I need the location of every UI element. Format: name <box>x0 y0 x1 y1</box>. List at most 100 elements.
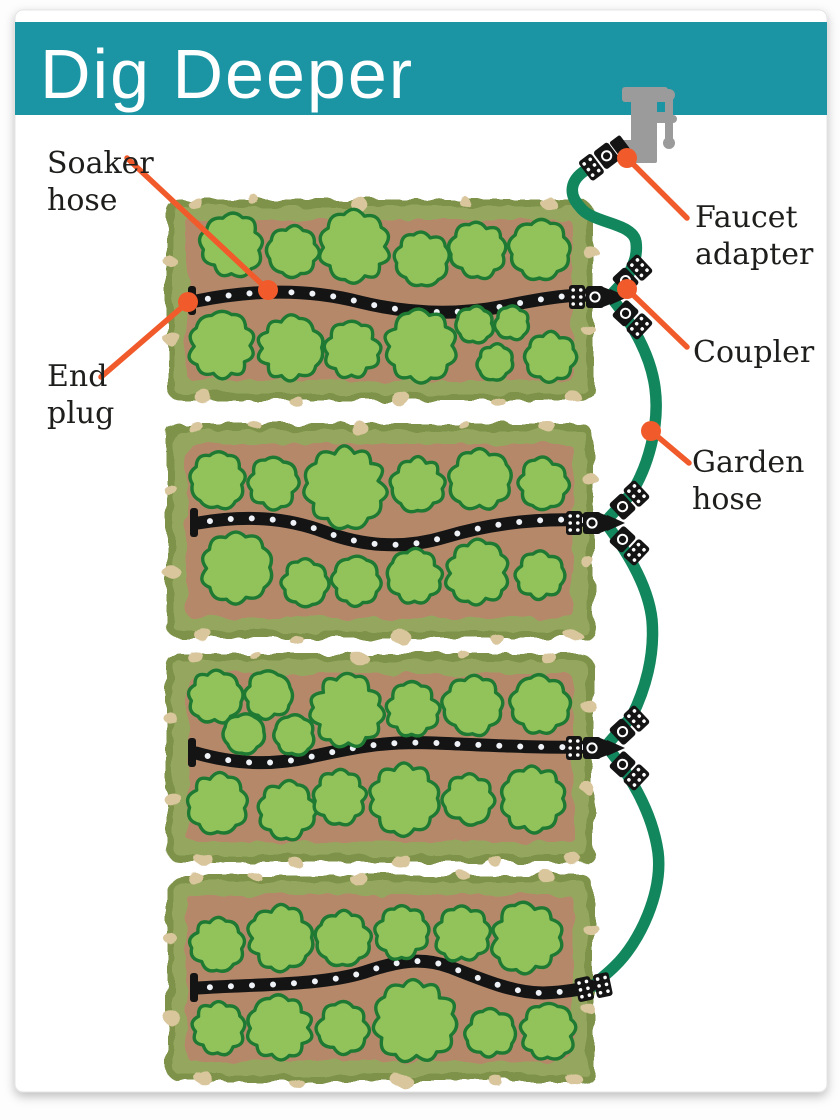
plants-layer <box>185 207 579 1064</box>
plant-blob <box>432 904 493 963</box>
plant-blob <box>245 993 314 1062</box>
mulch-spot <box>350 872 368 886</box>
callout-leaders <box>98 148 692 466</box>
mulch-spot <box>391 630 411 645</box>
mulch-spot <box>582 245 598 258</box>
plant-blob <box>318 207 391 285</box>
soaker-hose-marker <box>258 280 278 300</box>
mulch-spot <box>163 933 177 943</box>
plant-blob <box>454 304 495 345</box>
plant-blob <box>256 313 325 383</box>
plant-blob <box>246 902 315 974</box>
plant-blob <box>492 304 531 342</box>
plant-blob <box>246 455 301 512</box>
mulch-spot <box>391 854 411 868</box>
soaker-hose-bed-2 <box>190 508 605 552</box>
mulch-spot <box>540 651 556 663</box>
mulch-spot <box>163 1011 182 1025</box>
mulch-spot <box>350 651 368 665</box>
garden-hose-label: Garden <box>692 445 804 480</box>
mulch-spot <box>458 650 470 660</box>
plant-blob <box>187 309 256 381</box>
plant-blob <box>302 444 389 531</box>
faucet-adapter-label: Faucet <box>695 200 798 235</box>
mulch-spot <box>163 256 177 267</box>
mulch-spot <box>458 871 470 881</box>
mulch-spot <box>187 651 204 663</box>
soaker-hose-label: hose <box>47 183 118 218</box>
bed-3-plants <box>185 668 573 842</box>
plant-blob <box>490 900 564 976</box>
bed-2-plants <box>188 444 572 609</box>
plant-blob <box>440 673 505 738</box>
plant-blob <box>311 767 369 827</box>
mulch-spot <box>163 332 182 346</box>
plant-blob <box>506 217 572 282</box>
plant-blob <box>507 673 573 735</box>
page-title: Dig Deeper <box>40 35 414 113</box>
soaker-hose-bed-3 <box>188 736 605 770</box>
garden-hose-label: hose <box>692 482 763 517</box>
faucet-adapter-marker <box>617 148 637 168</box>
bed-1-plants <box>187 207 579 385</box>
plant-blob <box>264 223 321 280</box>
mulch-spot <box>540 872 556 884</box>
plant-blob <box>518 1001 578 1061</box>
plant-blob <box>188 450 247 511</box>
garden-hose <box>566 164 665 992</box>
plant-blob <box>463 1006 518 1059</box>
mulch-spot <box>391 391 411 406</box>
plant-blob <box>385 546 445 605</box>
coupler-leader <box>624 286 690 350</box>
soaker-hose-leader <box>124 155 271 293</box>
plant-blob <box>383 307 458 385</box>
plant-blob <box>322 319 383 380</box>
mulch-spot <box>194 628 213 642</box>
plant-blob <box>242 669 295 722</box>
plant-blob <box>197 211 265 279</box>
bed-4-plants <box>187 900 578 1064</box>
mulch-spot <box>194 852 213 866</box>
mulch-spot <box>187 872 204 884</box>
mulch-spot <box>582 701 598 714</box>
mulch-spot <box>565 629 582 641</box>
plant-blob <box>446 220 508 281</box>
mulch-spot <box>194 1071 213 1085</box>
plant-blob <box>475 341 515 382</box>
plant-blob <box>200 530 274 606</box>
plant-blob <box>373 903 431 961</box>
mulch-spot <box>540 197 556 209</box>
mulch-spot <box>458 420 470 430</box>
plant-blob <box>522 329 579 384</box>
end-plug-icon <box>188 738 196 767</box>
mulch-spot <box>163 792 182 805</box>
mulch-spot <box>565 391 582 403</box>
plant-blob <box>272 713 316 757</box>
mulch-spot <box>490 634 505 645</box>
end-plug-label: plug <box>47 396 114 431</box>
end-plug-leader <box>98 299 191 380</box>
plant-blob <box>444 537 510 607</box>
mulch-spot <box>289 1077 303 1087</box>
plant-blob <box>371 977 459 1064</box>
plant-blob <box>513 549 567 602</box>
mulch-spot <box>580 324 595 334</box>
coupler-label: Coupler <box>693 335 815 370</box>
plant-blob <box>187 915 247 973</box>
plant-blob <box>440 772 497 827</box>
mulch-spot <box>289 396 303 406</box>
mulch-spot <box>582 922 598 934</box>
plant-blob <box>221 712 267 756</box>
plant-blob <box>388 454 447 514</box>
plant-blob <box>279 557 331 609</box>
plant-blob <box>499 764 567 835</box>
plant-blob <box>329 554 383 609</box>
end-plug-label: End <box>47 359 107 394</box>
plant-blob <box>308 671 387 749</box>
mulch-spot <box>187 421 204 433</box>
mulch-spot <box>289 858 303 868</box>
end-plug-marker <box>178 292 198 312</box>
plant-blob <box>447 446 513 511</box>
mulch-spot <box>391 1073 411 1087</box>
plant-blob <box>368 761 441 838</box>
